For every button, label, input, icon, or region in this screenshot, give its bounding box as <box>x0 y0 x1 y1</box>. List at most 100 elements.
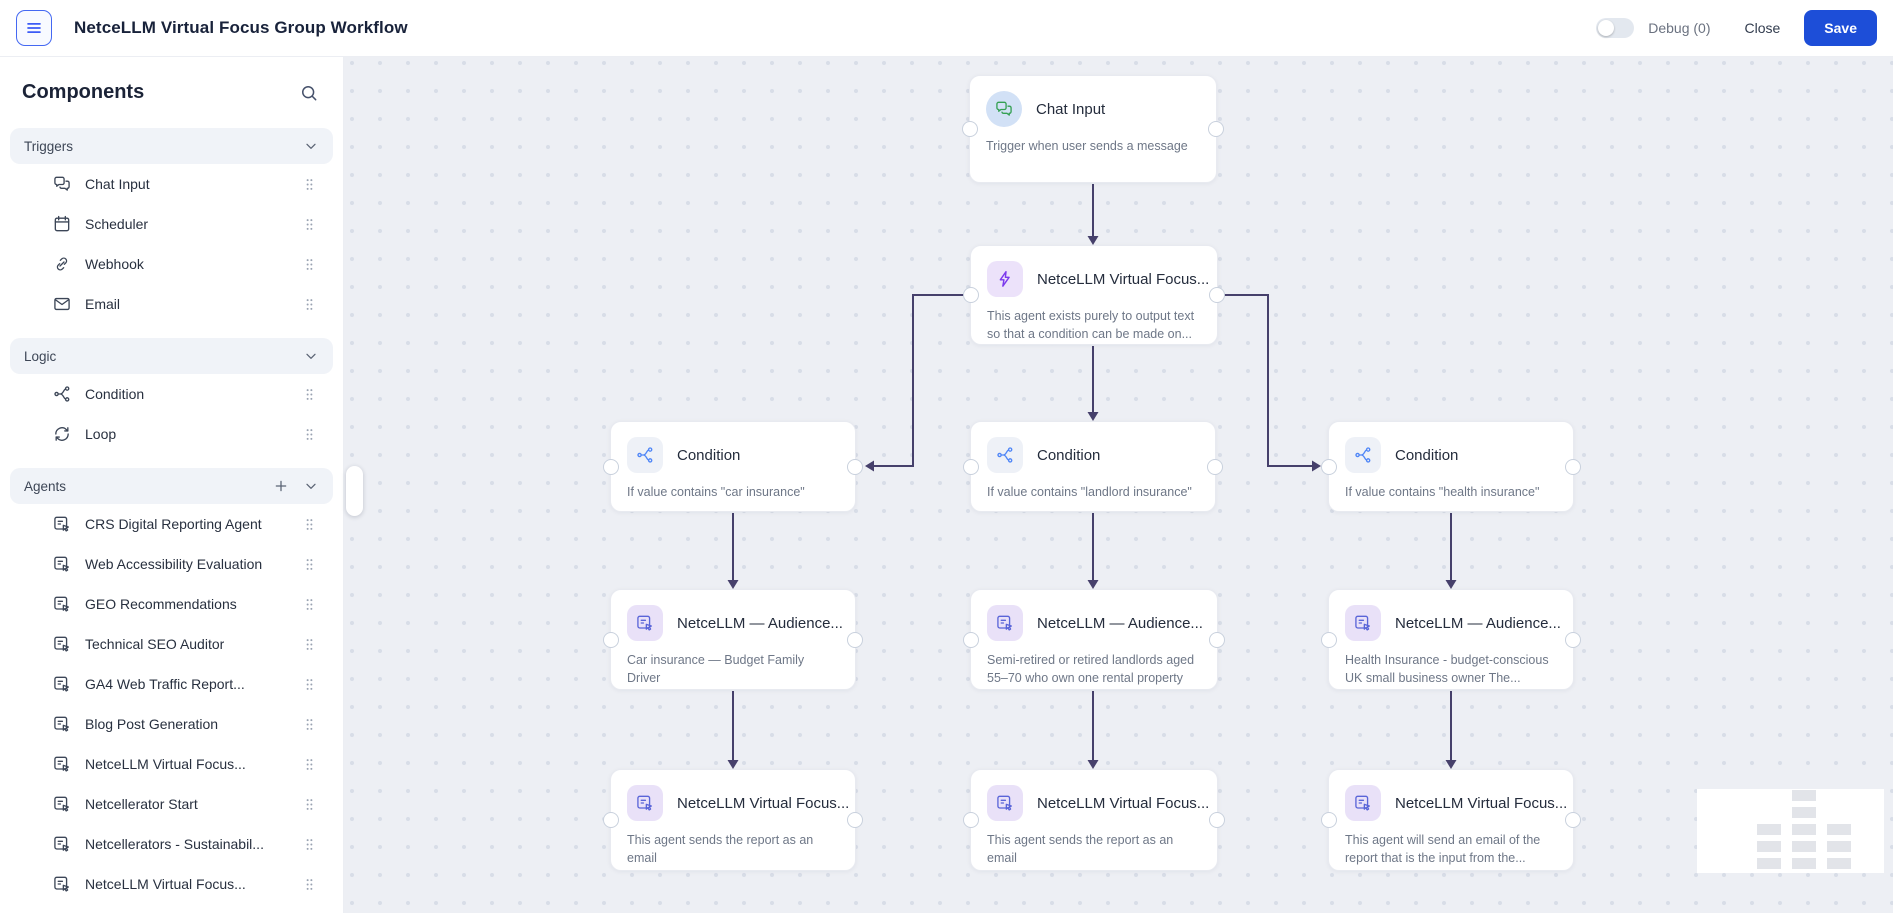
sidebar-resize-handle[interactable] <box>346 466 363 516</box>
drag-handle-icon[interactable] <box>302 177 317 192</box>
sidebar-item-chat-input[interactable]: Chat Input <box>0 164 343 204</box>
sidebar-item-email[interactable]: Email <box>0 284 343 324</box>
drag-handle-icon[interactable] <box>302 387 317 402</box>
node-audience-car[interactable]: NetceLLM — Audience...Car insurance — Bu… <box>603 589 863 690</box>
output-port[interactable] <box>847 631 863 648</box>
input-port[interactable] <box>1321 812 1337 828</box>
sidebar-item-label: GA4 Web Traffic Report... <box>85 676 245 692</box>
watermark-block <box>1827 790 1851 801</box>
drag-handle-icon[interactable] <box>302 597 317 612</box>
sidebar-item-technical-seo-auditor[interactable]: Technical SEO Auditor <box>0 624 343 664</box>
drag-handle-icon[interactable] <box>302 517 317 532</box>
add-agent-button[interactable] <box>273 478 289 494</box>
input-port[interactable] <box>603 812 619 828</box>
sidebar-item-crs-digital-reporting-agent[interactable]: CRS Digital Reporting Agent <box>0 504 343 544</box>
drag-handle-icon[interactable] <box>302 427 317 442</box>
chevron-down-icon[interactable] <box>303 348 319 364</box>
drag-handle-icon[interactable] <box>302 877 317 892</box>
section-header-logic[interactable]: Logic <box>10 338 333 374</box>
sidebar-item-web-accessibility-evaluation[interactable]: Web Accessibility Evaluation <box>0 544 343 584</box>
watermark-block <box>1792 858 1816 869</box>
sidebar-item-webhook[interactable]: Webhook <box>0 244 343 284</box>
close-button[interactable]: Close <box>1735 12 1791 44</box>
node-email-car[interactable]: NetceLLM Virtual Focus...This agent send… <box>603 769 863 871</box>
output-port[interactable] <box>847 458 863 475</box>
node-description: Semi-retired or retired landlords aged 5… <box>987 653 1195 685</box>
agent-icon <box>627 605 663 641</box>
node-router-agent[interactable]: NetceLLM Virtual Focus... This agent exis… <box>963 245 1225 345</box>
drag-handle-icon[interactable] <box>302 837 317 852</box>
node-title: Chat Input <box>1036 100 1106 118</box>
drag-handle-icon[interactable] <box>302 797 317 812</box>
sidebar-item-scheduler[interactable]: Scheduler <box>0 204 343 244</box>
node-description: This agent exists purely to output text … <box>987 309 1195 341</box>
drag-handle-icon[interactable] <box>302 297 317 312</box>
watermark-block <box>1792 824 1816 835</box>
output-port[interactable] <box>1209 631 1225 648</box>
drag-handle-icon[interactable] <box>302 217 317 232</box>
node-title: NetceLLM — Audience... <box>1395 614 1561 632</box>
output-port[interactable] <box>1565 458 1581 475</box>
drag-handle-icon[interactable] <box>302 717 317 732</box>
input-port[interactable] <box>963 458 979 475</box>
watermark-block <box>1827 807 1851 818</box>
node-audience-landlord[interactable]: NetceLLM — Audience...Semi-retired or re… <box>963 589 1225 690</box>
search-icon[interactable] <box>299 83 319 103</box>
drag-handle-icon[interactable] <box>302 257 317 272</box>
chevron-down-icon[interactable] <box>303 478 319 494</box>
drag-handle-icon[interactable] <box>302 557 317 572</box>
drag-handle-icon[interactable] <box>302 637 317 652</box>
sidebar-item-loop[interactable]: Loop <box>0 414 343 454</box>
input-port[interactable] <box>963 287 979 303</box>
output-port[interactable] <box>1208 121 1224 137</box>
sidebar-item-label: Scheduler <box>85 216 149 232</box>
input-port[interactable] <box>963 631 979 648</box>
node-title: Condition <box>1395 446 1459 464</box>
chevron-down-icon[interactable] <box>303 138 319 154</box>
sidebar-item-netcellerators-sustainabil[interactable]: Netcellerators - Sustainabil... <box>0 824 343 864</box>
node-audience-health[interactable]: NetceLLM — Audience...Health Insurance -… <box>1321 589 1581 690</box>
debug-toggle[interactable] <box>1596 18 1635 38</box>
sidebar-item-netcellm-virtual-focus[interactable]: NetceLLM Virtual Focus... <box>0 744 343 784</box>
sidebar-item-netcellerator-start[interactable]: Netcellerator Start <box>0 784 343 824</box>
menu-button[interactable] <box>16 10 52 46</box>
drag-handle-icon[interactable] <box>302 757 317 772</box>
input-port[interactable] <box>603 458 619 475</box>
node-email-health[interactable]: NetceLLM Virtual Focus...This agent will… <box>1321 769 1581 871</box>
node-title: NetceLLM Virtual Focus... <box>1037 270 1210 288</box>
node-email-landlord[interactable]: NetceLLM Virtual Focus...This agent send… <box>963 769 1225 871</box>
section-header-agents[interactable]: Agents <box>10 468 333 504</box>
output-port[interactable] <box>1565 812 1581 828</box>
output-port[interactable] <box>1207 458 1223 475</box>
sidebar-title: Components <box>22 81 145 103</box>
watermark-block <box>1827 824 1851 835</box>
save-button[interactable]: Save <box>1804 10 1877 46</box>
sidebar-item-geo-recommendations[interactable]: GEO Recommendations <box>0 584 343 624</box>
sidebar-item-ga4-web-traffic-report[interactable]: GA4 Web Traffic Report... <box>0 664 343 704</box>
agent-icon <box>52 634 72 654</box>
drag-handle-icon[interactable] <box>302 677 317 692</box>
output-port[interactable] <box>1209 812 1225 828</box>
sidebar-item-blog-post-generation[interactable]: Blog Post Generation <box>0 704 343 744</box>
input-port[interactable] <box>603 631 619 648</box>
sidebar-item-condition[interactable]: Condition <box>0 374 343 414</box>
section-header-triggers[interactable]: Triggers <box>10 128 333 164</box>
node-description: If value contains "car insurance" <box>627 485 805 499</box>
agent-icon <box>52 794 72 814</box>
input-port[interactable] <box>962 121 978 137</box>
condition-icon <box>52 384 72 404</box>
output-port[interactable] <box>1209 287 1225 303</box>
output-port[interactable] <box>1565 631 1581 648</box>
input-port[interactable] <box>1321 631 1337 648</box>
output-port[interactable] <box>847 812 863 828</box>
agent-icon <box>52 514 72 534</box>
input-port[interactable] <box>963 812 979 828</box>
input-port[interactable] <box>1321 458 1337 475</box>
node-description: Car insurance — Budget Family Driver <box>627 653 805 685</box>
sidebar-item-netcellm-virtual-focus[interactable]: NetceLLM Virtual Focus... <box>0 864 343 904</box>
